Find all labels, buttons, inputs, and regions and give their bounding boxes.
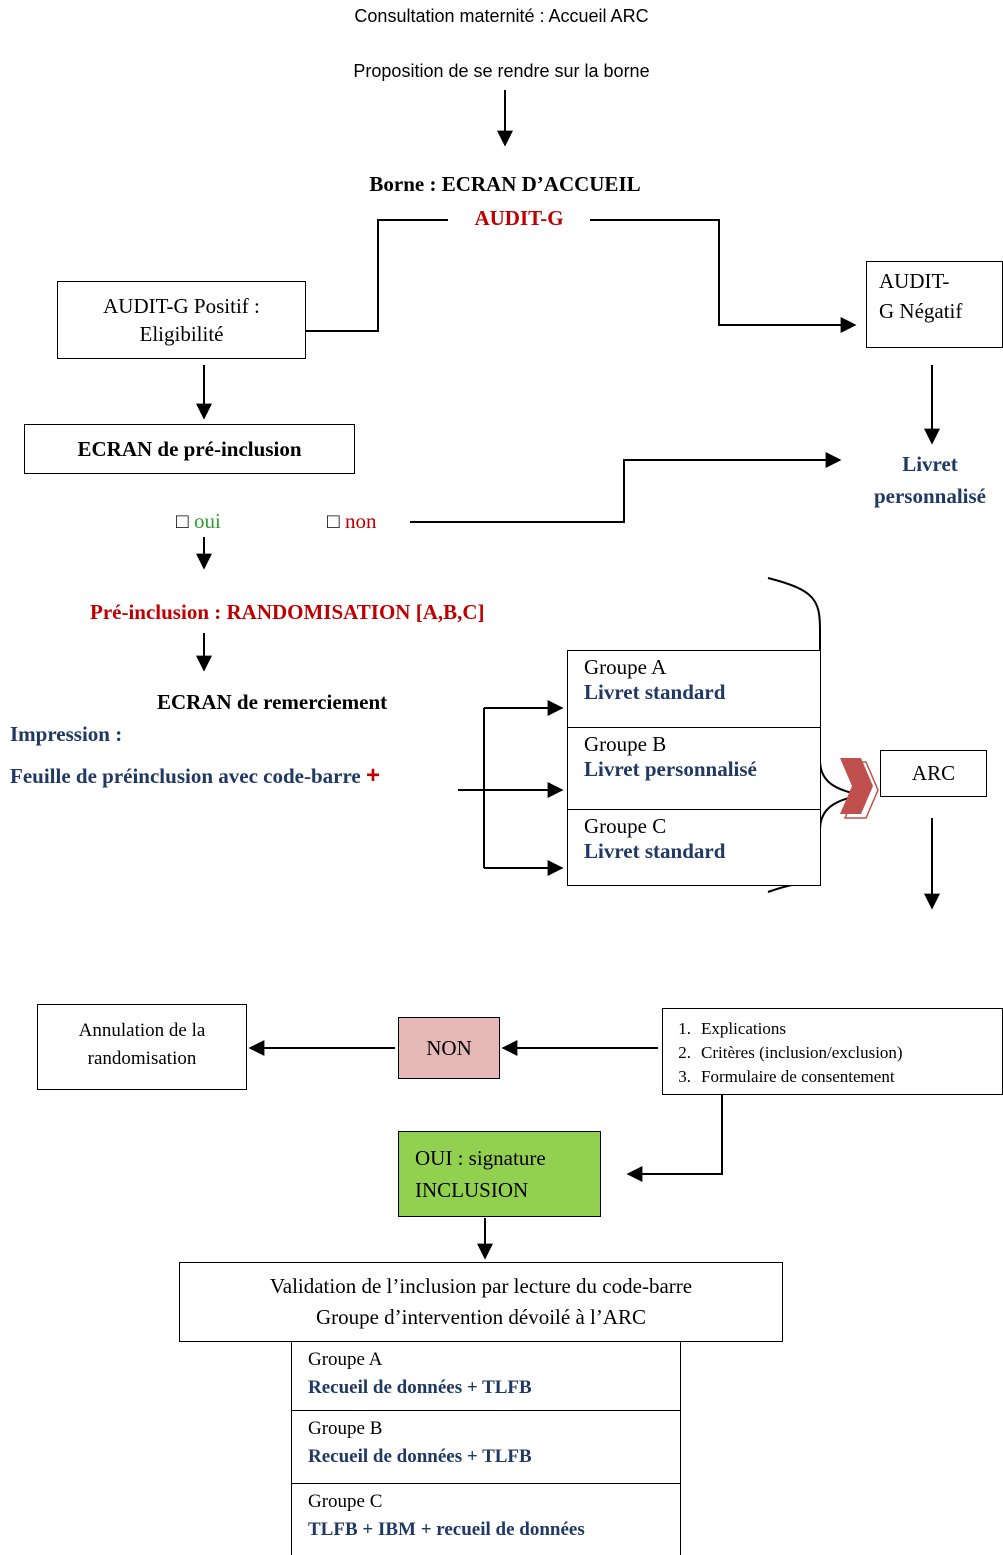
validation-line1: Validation de l’inclusion par lecture du… [269, 1274, 693, 1298]
thanks-screen-label: ECRAN de remerciement [157, 690, 388, 714]
arc-box: ARC [880, 750, 987, 797]
group-c-top: Groupe C Livret standard [567, 809, 821, 886]
group-a-bottom: Groupe A Recueil de données + TLFB [291, 1341, 681, 1411]
consent-steps-box: 1.Explications 2.Critères (inclusion/exc… [662, 1008, 1003, 1095]
non-box: NON [398, 1017, 500, 1079]
arrow-to-audit-positive [288, 219, 448, 339]
arrow-non-to-livret [410, 452, 842, 523]
consent-step: 3.Formulaire de consentement [678, 1067, 895, 1086]
validation-box: Validation de l’inclusion par lecture du… [179, 1262, 783, 1342]
group-a-top-detail: Livret standard [584, 680, 726, 704]
livret-line1: Livret [902, 452, 958, 476]
consent-steps-list: 1.Explications 2.Critères (inclusion/exc… [663, 1017, 1002, 1089]
annulation-line1: Annulation de la [78, 1020, 206, 1041]
group-c-top-name: Groupe C [584, 814, 667, 838]
chevron-right-icon [840, 758, 879, 819]
arrow-consent-to-oui [626, 1095, 723, 1182]
plus-icon: + [365, 762, 380, 789]
checkbox-icon: □ [327, 509, 340, 533]
audit-positive-box: AUDIT-G Positif : Eligibilité [57, 281, 306, 359]
annulation-box: Annulation de la randomisation [37, 1004, 247, 1090]
choice-non-label: non [344, 509, 377, 533]
livret-line2: personnalisé [873, 484, 986, 508]
audit-positive-line1: AUDIT-G Positif : [103, 294, 260, 318]
group-c-bottom: Groupe C TLFB + IBM + recueil de données [291, 1483, 681, 1555]
audit-positive-line2: Eligibilité [139, 322, 224, 346]
group-c-top-detail: Livret standard [584, 839, 726, 863]
impression-detail-text: Feuille de préinclusion avec code-barre [10, 764, 361, 788]
group-b-bottom-name: Groupe B [308, 1418, 383, 1439]
group-b-bottom: Groupe B Recueil de données + TLFB [291, 1410, 681, 1484]
group-b-bottom-detail: Recueil de données + TLFB [308, 1446, 532, 1467]
livret-personnalise-label: Livret personnalisé [850, 448, 1003, 512]
audit-negative-line1: AUDIT- [879, 269, 950, 293]
consent-step: 1.Explications [678, 1019, 786, 1038]
group-c-bottom-detail: TLFB + IBM + recueil de données [308, 1519, 585, 1540]
group-a-top-name: Groupe A [584, 655, 667, 679]
consent-step: 2.Critères (inclusion/exclusion) [678, 1043, 903, 1062]
group-a-bottom-detail: Recueil de données + TLFB [308, 1377, 532, 1398]
oui-line2: INCLUSION [415, 1178, 529, 1202]
pre-inclusion-screen-box: ECRAN de pré-inclusion [24, 424, 355, 474]
audit-negative-line2: G Négatif [879, 299, 963, 323]
oui-box: OUI : signature INCLUSION [398, 1131, 601, 1217]
group-b-top-name: Groupe B [584, 732, 667, 756]
checkbox-icon: □ [176, 509, 189, 533]
arrow-to-audit-negative [590, 219, 857, 333]
group-b-top-detail: Livret personnalisé [584, 757, 757, 781]
choice-oui-label: oui [193, 509, 221, 533]
choice-oui: □ oui [176, 509, 221, 534]
group-b-top: Groupe B Livret personnalisé [567, 727, 821, 810]
impression-label: Impression : [10, 722, 123, 746]
audit-negative-box: AUDIT- G Négatif [866, 261, 1003, 348]
header-consultation: Consultation maternité : Accueil ARC [354, 6, 649, 26]
audit-g-label: AUDIT-G [474, 206, 564, 230]
header-proposition: Proposition de se rendre sur la borne [353, 61, 650, 81]
annulation-line2: randomisation [87, 1048, 197, 1069]
impression-detail: Feuille de préinclusion avec code-barre … [10, 762, 380, 790]
oui-line1: OUI : signature [415, 1146, 546, 1170]
group-a-top: Groupe A Livret standard [567, 650, 821, 728]
group-a-bottom-name: Groupe A [308, 1349, 383, 1370]
randomisation-label: Pré-inclusion : RANDOMISATION [A,B,C] [90, 600, 485, 624]
group-c-bottom-name: Groupe C [308, 1491, 383, 1512]
borne-title: Borne : ECRAN D’ACCUEIL [369, 172, 641, 196]
choice-non: □ non [327, 509, 376, 534]
validation-line2: Groupe d’intervention dévoilé à l’ARC [315, 1305, 647, 1329]
